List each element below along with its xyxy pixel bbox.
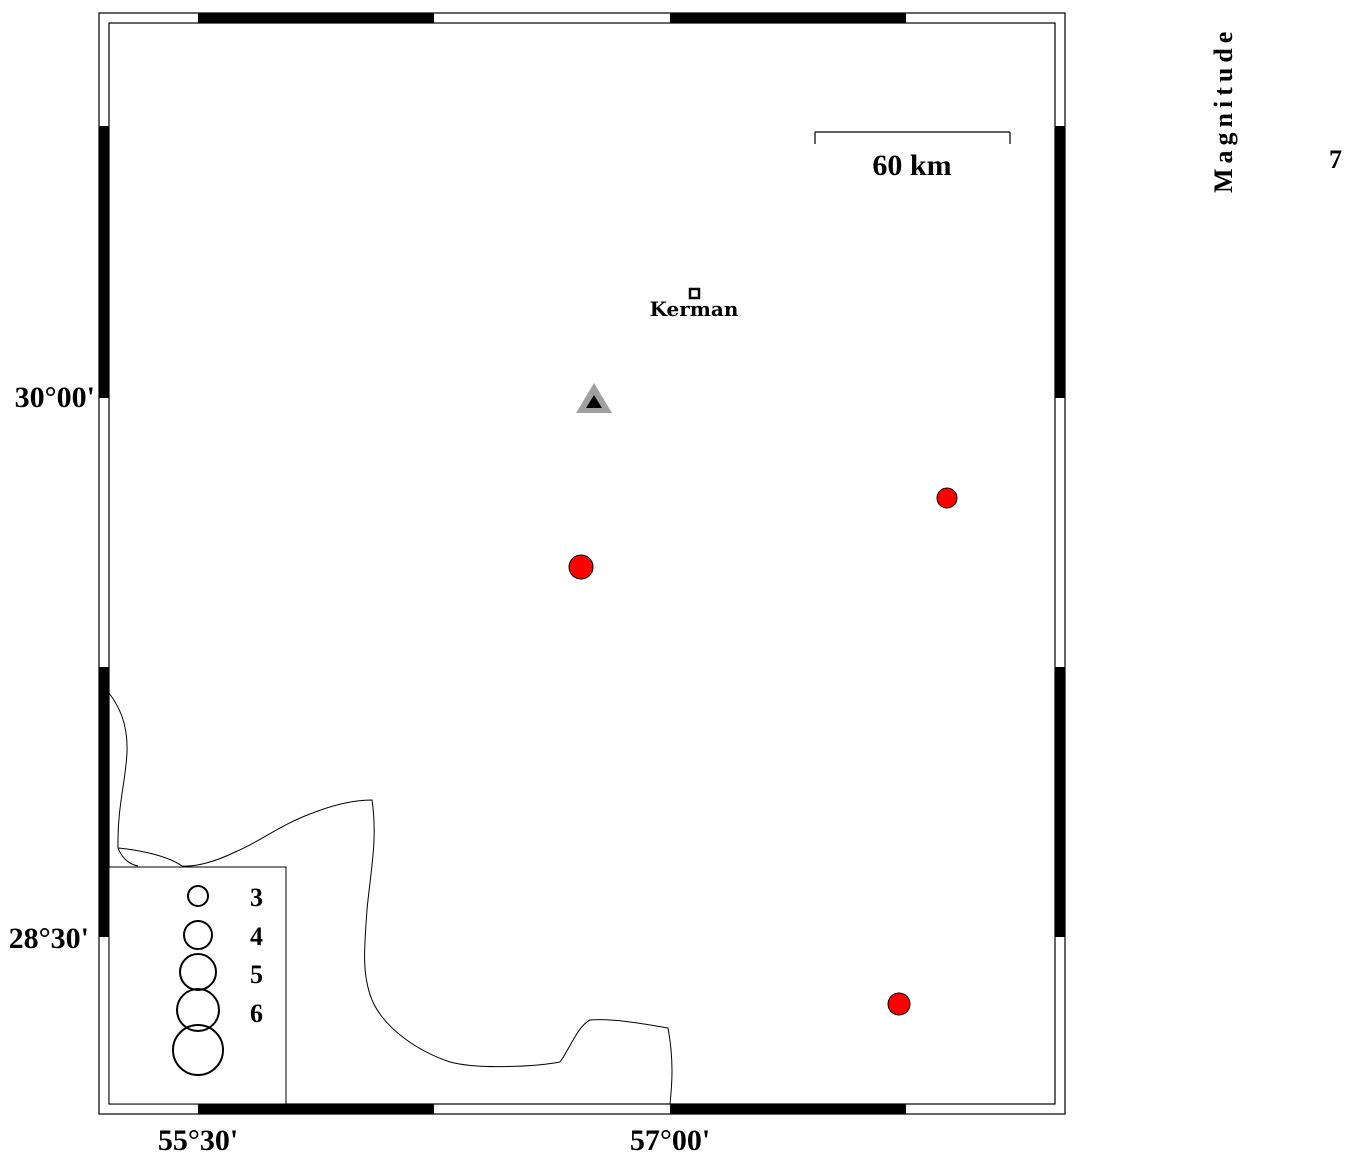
event-marker xyxy=(887,992,911,1016)
event-marker xyxy=(936,487,958,509)
lon-label-55-30: 55°30' xyxy=(158,1124,238,1152)
legend-label-5: 5 xyxy=(250,960,263,989)
legend-circle-7 xyxy=(172,1024,224,1076)
event-marker xyxy=(568,554,594,580)
coastline-inlet xyxy=(117,847,139,867)
legend-label-3: 3 xyxy=(250,883,263,912)
legend-title: Magnitude xyxy=(1209,27,1238,193)
legend-circle-3 xyxy=(187,885,209,907)
legend-circle-6 xyxy=(176,988,220,1032)
earthquake-events xyxy=(568,487,958,1016)
coastline xyxy=(108,692,673,1105)
legend-label-6: 6 xyxy=(250,999,263,1028)
lat-label-28-30: 28°30' xyxy=(9,922,89,955)
lon-label-57-00: 57°00' xyxy=(630,1124,710,1152)
city-kerman: Kerman xyxy=(650,287,739,321)
legend-circle-4 xyxy=(183,920,213,950)
scale-bar-label: 60 km xyxy=(872,149,951,182)
magnitude-legend: 3 4 5 6 xyxy=(108,866,287,1105)
legend-label-4: 4 xyxy=(250,922,263,951)
city-marker-icon xyxy=(688,287,701,300)
city-label: Kerman xyxy=(650,297,739,321)
scale-bar: 60 km xyxy=(814,131,1011,182)
legend-label-7: 7 xyxy=(1329,145,1342,174)
lat-label-30-00: 30°00' xyxy=(15,381,95,414)
station-triangle-icon xyxy=(576,383,612,413)
